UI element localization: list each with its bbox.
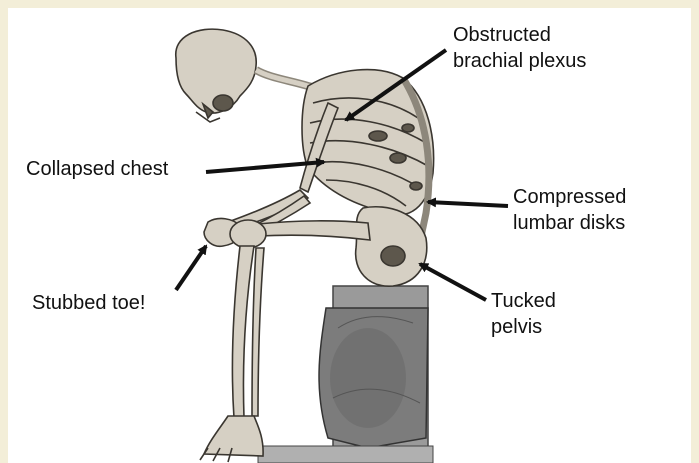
- label-line: Tucked: [491, 288, 556, 314]
- diagram-panel: Obstructed brachial plexus Collapsed che…: [8, 8, 691, 463]
- label-line: brachial plexus: [453, 48, 586, 74]
- arrow-toe: [176, 246, 206, 290]
- arrow-pelvis: [420, 264, 486, 300]
- label-tucked-pelvis: Tucked pelvis: [491, 288, 556, 340]
- label-stubbed-toe: Stubbed toe!: [32, 290, 145, 316]
- label-collapsed-chest: Collapsed chest: [26, 156, 168, 182]
- label-line: pelvis: [491, 314, 556, 340]
- arrow-lumbar: [428, 202, 508, 206]
- rock-pedestal: [258, 286, 433, 463]
- label-line: Compressed: [513, 184, 626, 210]
- label-line: Obstructed: [453, 22, 586, 48]
- label-line: lumbar disks: [513, 210, 626, 236]
- label-brachial-plexus: Obstructed brachial plexus: [453, 22, 586, 74]
- label-lumbar-disks: Compressed lumbar disks: [513, 184, 626, 236]
